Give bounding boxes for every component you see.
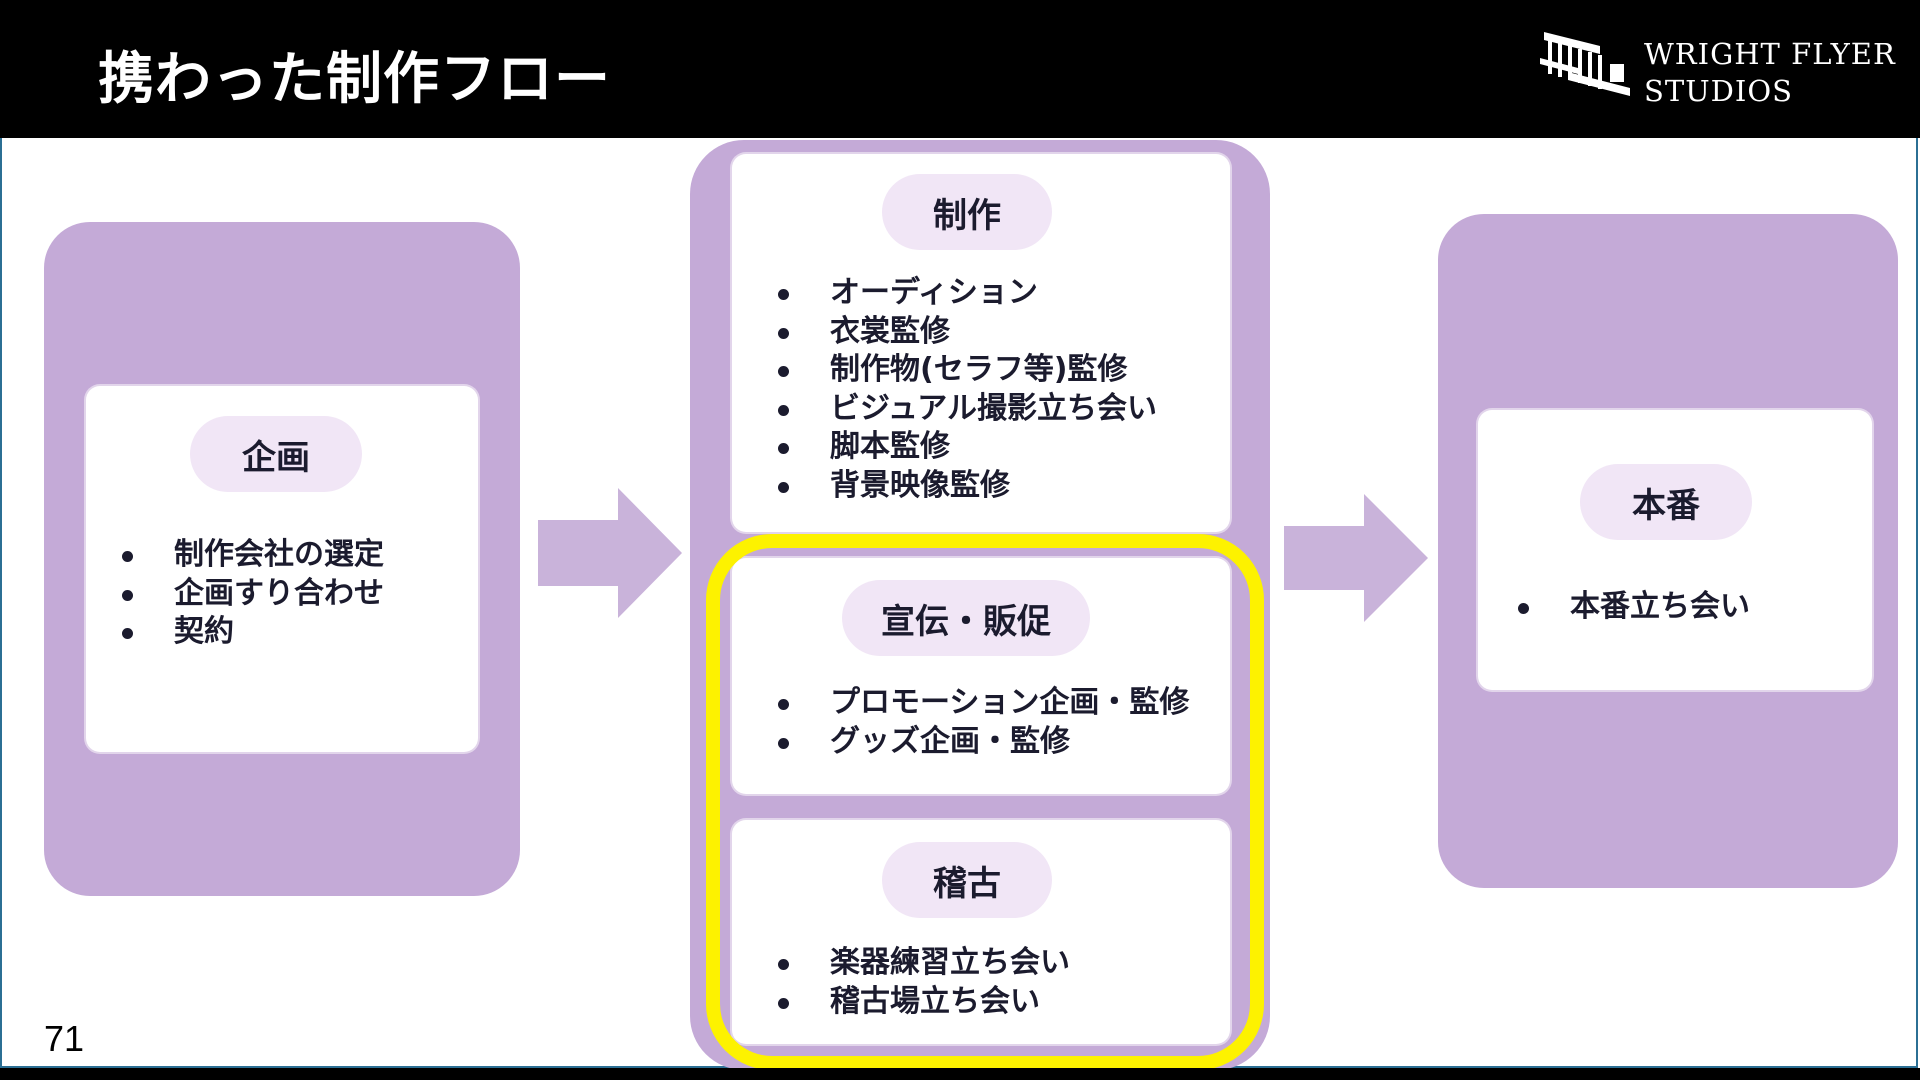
list-item: 背景映像監修 — [776, 467, 1157, 506]
list-item: プロモーション企画・監修 — [776, 684, 1189, 723]
list-item: 脚本監修 — [776, 428, 1157, 467]
production-items: オーディション 衣裳監修 制作物(セラフ等)監修 ビジュアル撮影立ち会い 脚本監… — [776, 274, 1157, 505]
header-bar: 携わった制作フロー WRIGHT FLYER STUDIOS — [0, 0, 1920, 138]
performance-label: 本番 — [1580, 464, 1752, 540]
logo-text-line1: WRIGHT FLYER — [1644, 37, 1896, 71]
list-item: 制作会社の選定 — [120, 536, 384, 575]
list-item: 楽器練習立ち会い — [776, 944, 1070, 983]
list-item: 企画すり合わせ — [120, 575, 384, 614]
promotion-label: 宣伝・販促 — [842, 580, 1090, 656]
list-item: オーディション — [776, 274, 1157, 313]
rehearsal-items: 楽器練習立ち会い 稽古場立ち会い — [776, 944, 1070, 1021]
performance-card — [1478, 410, 1872, 690]
list-item: 稽古場立ち会い — [776, 983, 1070, 1022]
performance-items: 本番立ち会い — [1516, 588, 1750, 627]
production-label: 制作 — [882, 174, 1052, 250]
list-item: 衣裳監修 — [776, 313, 1157, 352]
page-number: 71 — [44, 1018, 85, 1059]
promotion-items: プロモーション企画・監修 グッズ企画・監修 — [776, 684, 1189, 761]
planning-items: 制作会社の選定 企画すり合わせ 契約 — [120, 536, 384, 652]
page-title: 携わった制作フロー — [98, 47, 611, 112]
list-item: グッズ企画・監修 — [776, 723, 1189, 762]
planning-label: 企画 — [190, 416, 362, 492]
arrow-right-icon — [1284, 494, 1428, 622]
list-item: 制作物(セラフ等)監修 — [776, 351, 1157, 390]
list-item: ビジュアル撮影立ち会い — [776, 390, 1157, 429]
list-item: 契約 — [120, 613, 384, 652]
arrow-right-icon — [538, 488, 682, 618]
list-item: 本番立ち会い — [1516, 588, 1750, 627]
highlight-frame — [706, 534, 1264, 1070]
footer-bar — [0, 1068, 1920, 1080]
logo-text-line2: STUDIOS — [1644, 74, 1793, 108]
wright-flyer-studios-logo: WRIGHT FLYER STUDIOS — [1538, 28, 1895, 112]
biplane-logo-icon — [1540, 32, 1630, 96]
rehearsal-label: 稽古 — [882, 842, 1052, 918]
